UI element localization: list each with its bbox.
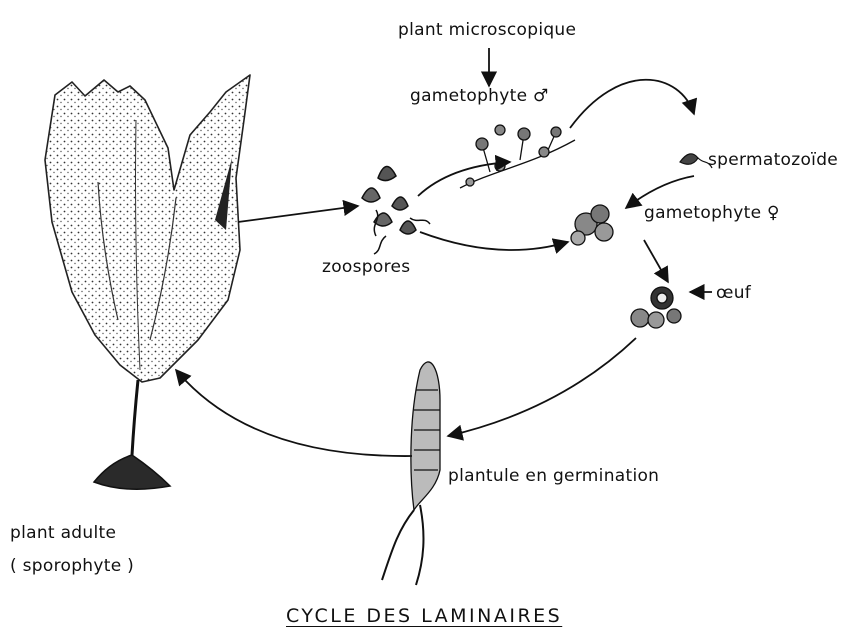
- zoospores-drawing: [362, 166, 430, 254]
- label-plantule: plantule en germination: [448, 466, 659, 486]
- germinating-plantlet-drawing: [382, 362, 440, 585]
- egg-drawing: [631, 287, 681, 328]
- arrow-female-to-egg: [644, 240, 668, 282]
- label-gametophyte-female: gametophyte ♀: [644, 203, 780, 223]
- label-zoospores: zoospores: [322, 257, 410, 277]
- label-plant-adulte: plant adulte: [10, 523, 116, 543]
- label-sporophyte: ( sporophyte ): [10, 556, 134, 576]
- label-oeuf: œuf: [716, 283, 751, 303]
- arrow-egg-to-plantlet: [448, 338, 636, 436]
- label-plant-microscopique: plant microscopique: [398, 20, 576, 40]
- arrow-male-to-spermatozoid: [570, 80, 694, 128]
- cycle-arrows: [176, 48, 712, 456]
- label-spermatozoide: spermatozoïde: [708, 150, 838, 170]
- female-gametophyte-drawing: [571, 205, 613, 245]
- adult-kelp-plant: [45, 75, 250, 489]
- label-gametophyte-male: gametophyte ♂: [410, 86, 549, 106]
- arrow-adult-to-zoospores: [238, 206, 358, 222]
- arrow-plantlet-to-adult: [176, 370, 412, 456]
- arrow-zoospores-to-female: [420, 232, 568, 250]
- diagram-title: CYCLE DES LAMINAIRES: [286, 606, 562, 626]
- male-gametophyte-drawing: [460, 125, 575, 188]
